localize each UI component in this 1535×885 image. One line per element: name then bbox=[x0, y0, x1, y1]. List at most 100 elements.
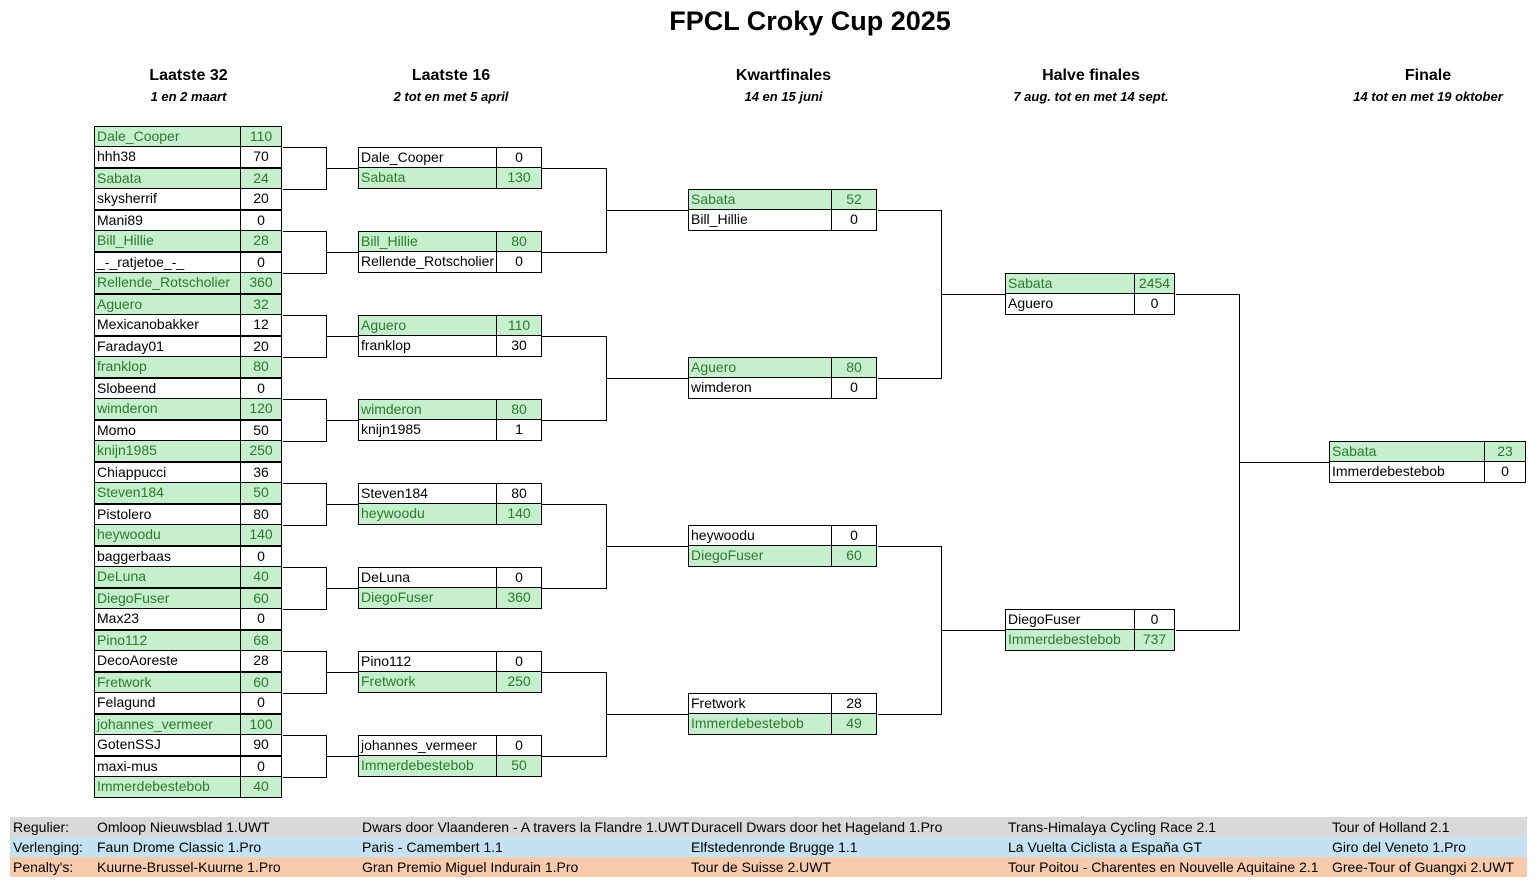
legend-race: Tour Poitou - Charentes en Nouvelle Aqui… bbox=[1008, 859, 1319, 875]
player-score-cell: 28 bbox=[240, 651, 282, 672]
player-name-cell: Bill_Hillie bbox=[94, 231, 241, 252]
player-name-cell: Sabata bbox=[1329, 441, 1485, 462]
player-score-cell: 12 bbox=[240, 315, 282, 336]
bracket-connector-line bbox=[326, 588, 359, 589]
player-score-cell: 0 bbox=[240, 252, 282, 273]
player-name-cell: Max23 bbox=[94, 609, 241, 630]
player-name-cell: wimderon bbox=[688, 378, 832, 399]
player-score-cell: 40 bbox=[240, 567, 282, 588]
player-score-cell: 80 bbox=[496, 399, 542, 420]
legend-race: Elfstedenronde Brugge 1.1 bbox=[691, 839, 858, 855]
player-name-cell: Pino112 bbox=[358, 651, 497, 672]
bracket-connector-line bbox=[326, 504, 359, 505]
legend-race: Trans-Himalaya Cycling Race 2.1 bbox=[1008, 819, 1216, 835]
player-name-cell: Bill_Hillie bbox=[688, 210, 832, 231]
player-name-cell: Aguero bbox=[94, 294, 241, 315]
player-score-cell: 0 bbox=[831, 378, 877, 399]
player-name-cell: maxi-mus bbox=[94, 756, 241, 777]
player-name-cell: Felagund bbox=[94, 693, 241, 714]
player-name-cell: Immerdebestebob bbox=[688, 714, 832, 735]
player-name-cell: Sabata bbox=[94, 168, 241, 189]
legend-race: Dwars door Vlaanderen - A travers la Fla… bbox=[362, 819, 690, 835]
bracket-connector-line bbox=[326, 672, 359, 673]
legend-race: Gran Premio Miguel Indurain 1.Pro bbox=[362, 859, 579, 875]
legend-row-verlenging: Verlenging: Faun Drome Classic 1.Pro Par… bbox=[10, 837, 1527, 857]
round-header-last32: Laatste 32 1 en 2 maart bbox=[94, 66, 283, 106]
player-name-cell: Aguero bbox=[688, 357, 832, 378]
player-score-cell: 52 bbox=[831, 189, 877, 210]
round-name: Kwartfinales bbox=[735, 67, 832, 84]
player-name-cell: hhh38 bbox=[94, 147, 241, 168]
bracket-connector bbox=[542, 504, 607, 589]
player-name-cell: DiegoFuser bbox=[358, 588, 497, 609]
round-date: 1 en 2 maart bbox=[150, 89, 227, 104]
player-score-cell: 80 bbox=[496, 231, 542, 252]
legend-race: Tour of Holland 2.1 bbox=[1332, 819, 1450, 835]
round-name: Halve finales bbox=[1042, 67, 1140, 84]
player-name-cell: franklop bbox=[358, 336, 497, 357]
player-name-cell: Sabata bbox=[1005, 273, 1135, 294]
bracket-connector-line bbox=[326, 756, 359, 757]
bracket-connector bbox=[542, 336, 607, 421]
player-name-cell: Slobeend bbox=[94, 378, 241, 399]
bracket-connector bbox=[283, 147, 327, 190]
player-score-cell: 0 bbox=[831, 210, 877, 231]
player-score-cell: 0 bbox=[240, 756, 282, 777]
player-name-cell: DeLuna bbox=[94, 567, 241, 588]
player-score-cell: 110 bbox=[240, 126, 282, 147]
legend-race: Duracell Dwars door het Hageland 1.Pro bbox=[691, 819, 943, 835]
player-name-cell: wimderon bbox=[358, 399, 497, 420]
bracket-connector-line bbox=[326, 420, 359, 421]
player-name-cell: Momo bbox=[94, 420, 241, 441]
player-name-cell: Bill_Hillie bbox=[358, 231, 497, 252]
player-score-cell: 100 bbox=[240, 714, 282, 735]
player-score-cell: 0 bbox=[240, 546, 282, 567]
player-score-cell: 28 bbox=[831, 693, 877, 714]
legend-race: Kuurne-Brussel-Kuurne 1.Pro bbox=[97, 859, 281, 875]
player-name-cell: Sabata bbox=[358, 168, 497, 189]
player-score-cell: 0 bbox=[496, 735, 542, 756]
player-score-cell: 60 bbox=[831, 546, 877, 567]
legend-race: La Vuelta Ciclista a España GT bbox=[1008, 839, 1203, 855]
bracket-connector-line bbox=[941, 630, 1006, 631]
player-score-cell: 140 bbox=[496, 504, 542, 525]
player-score-cell: 140 bbox=[240, 525, 282, 546]
round-name: Laatste 32 bbox=[149, 67, 228, 84]
player-score-cell: 32 bbox=[240, 294, 282, 315]
player-score-cell: 0 bbox=[831, 525, 877, 546]
player-score-cell: 30 bbox=[496, 336, 542, 357]
player-score-cell: 0 bbox=[496, 651, 542, 672]
bracket-connector-line bbox=[941, 294, 1006, 295]
bracket-connector bbox=[283, 567, 327, 610]
player-score-cell: 23 bbox=[1484, 441, 1526, 462]
player-name-cell: Rellende_Rotscholier bbox=[358, 252, 497, 273]
legend-race: Faun Drome Classic 1.Pro bbox=[97, 839, 262, 855]
bracket-connector bbox=[878, 546, 942, 715]
player-score-cell: 0 bbox=[240, 609, 282, 630]
bracket-connector-line bbox=[606, 210, 689, 211]
player-score-cell: 80 bbox=[240, 357, 282, 378]
player-name-cell: franklop bbox=[94, 357, 241, 378]
legend-race: Gree-Tour of Guangxi 2.UWT bbox=[1332, 859, 1515, 875]
player-score-cell: 737 bbox=[1134, 630, 1175, 651]
player-score-cell: 0 bbox=[240, 210, 282, 231]
player-score-cell: 20 bbox=[240, 336, 282, 357]
bracket-connector bbox=[283, 651, 327, 694]
bracket-connector-line bbox=[326, 168, 359, 169]
legend-row-regulier: Regulier: Omloop Nieuwsblad 1.UWT Dwars … bbox=[10, 817, 1527, 837]
player-score-cell: 0 bbox=[1134, 294, 1175, 315]
player-score-cell: 0 bbox=[240, 378, 282, 399]
player-name-cell: DiegoFuser bbox=[94, 588, 241, 609]
player-name-cell: Immerdebestebob bbox=[1329, 462, 1485, 483]
player-score-cell: 80 bbox=[240, 504, 282, 525]
round-date: 14 en 15 juni bbox=[744, 89, 823, 104]
round-header-final: Finale 14 tot en met 19 oktober bbox=[1330, 66, 1526, 106]
player-name-cell: DecoAoreste bbox=[94, 651, 241, 672]
player-name-cell: Immerdebestebob bbox=[94, 777, 241, 798]
player-name-cell: Fretwork bbox=[688, 693, 832, 714]
legend-label: Verlenging: bbox=[13, 839, 84, 855]
player-score-cell: 120 bbox=[240, 399, 282, 420]
bracket-connector bbox=[542, 672, 607, 757]
player-score-cell: 360 bbox=[240, 273, 282, 294]
player-name-cell: DiegoFuser bbox=[1005, 609, 1135, 630]
